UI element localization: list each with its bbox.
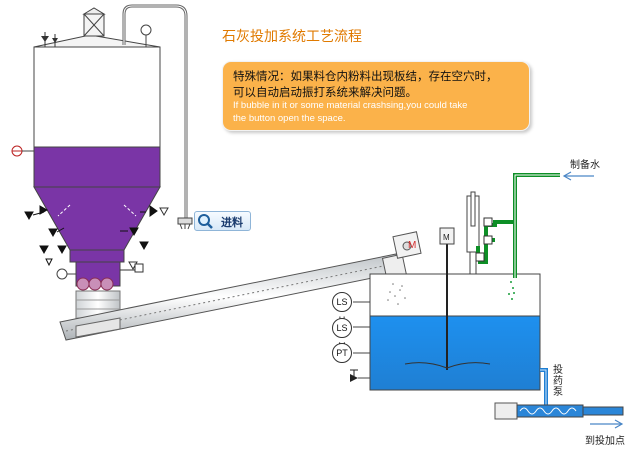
lime-silo	[11, 4, 193, 330]
page-title: 石灰投加系统工艺流程	[222, 29, 362, 45]
search-icon	[198, 214, 213, 229]
notice-line-4: the button open the space.	[233, 113, 346, 124]
outlet-arrow-icon	[590, 419, 624, 429]
level-switch-mid[interactable]: LS M	[332, 318, 352, 351]
screw-conveyor	[59, 231, 422, 341]
conveyor-motor-label: M	[408, 240, 416, 251]
feed-button[interactable]: 进料	[194, 211, 251, 231]
top-valve-icon	[41, 32, 58, 47]
notice-box: 特殊情况：如果料仓内粉料出现板结，存在空穴时， 可以自动启动振打系统来解决问题。…	[222, 61, 530, 131]
water-inlet-arrow-icon	[562, 171, 594, 181]
level-switch-high[interactable]: LS H	[332, 292, 352, 325]
feed-button-label: 进料	[221, 216, 243, 229]
water-pipe-inner	[514, 174, 560, 278]
dissolving-tank: M	[369, 191, 541, 391]
dosing-line	[494, 368, 624, 420]
water-inlet-label: 制备水	[570, 160, 600, 171]
dosing-pump-label: 投 药 泵	[553, 365, 563, 398]
conveyor-inlet	[75, 317, 121, 338]
drain-valve-icon	[350, 369, 358, 382]
notice-line-3: If bubble in it or some material crashsi…	[233, 100, 468, 111]
notice-line-2: 可以自动启动振打系统来解决问题。	[233, 85, 417, 99]
pressure-transmitter[interactable]: PT	[332, 343, 352, 363]
instrument-taps	[353, 301, 370, 379]
mixer-motor-label: M	[443, 233, 450, 242]
notice-line-1: 特殊情况：如果料仓内粉料出现板结，存在空穴时，	[233, 69, 498, 83]
outlet-label: 到投加点	[585, 436, 625, 447]
